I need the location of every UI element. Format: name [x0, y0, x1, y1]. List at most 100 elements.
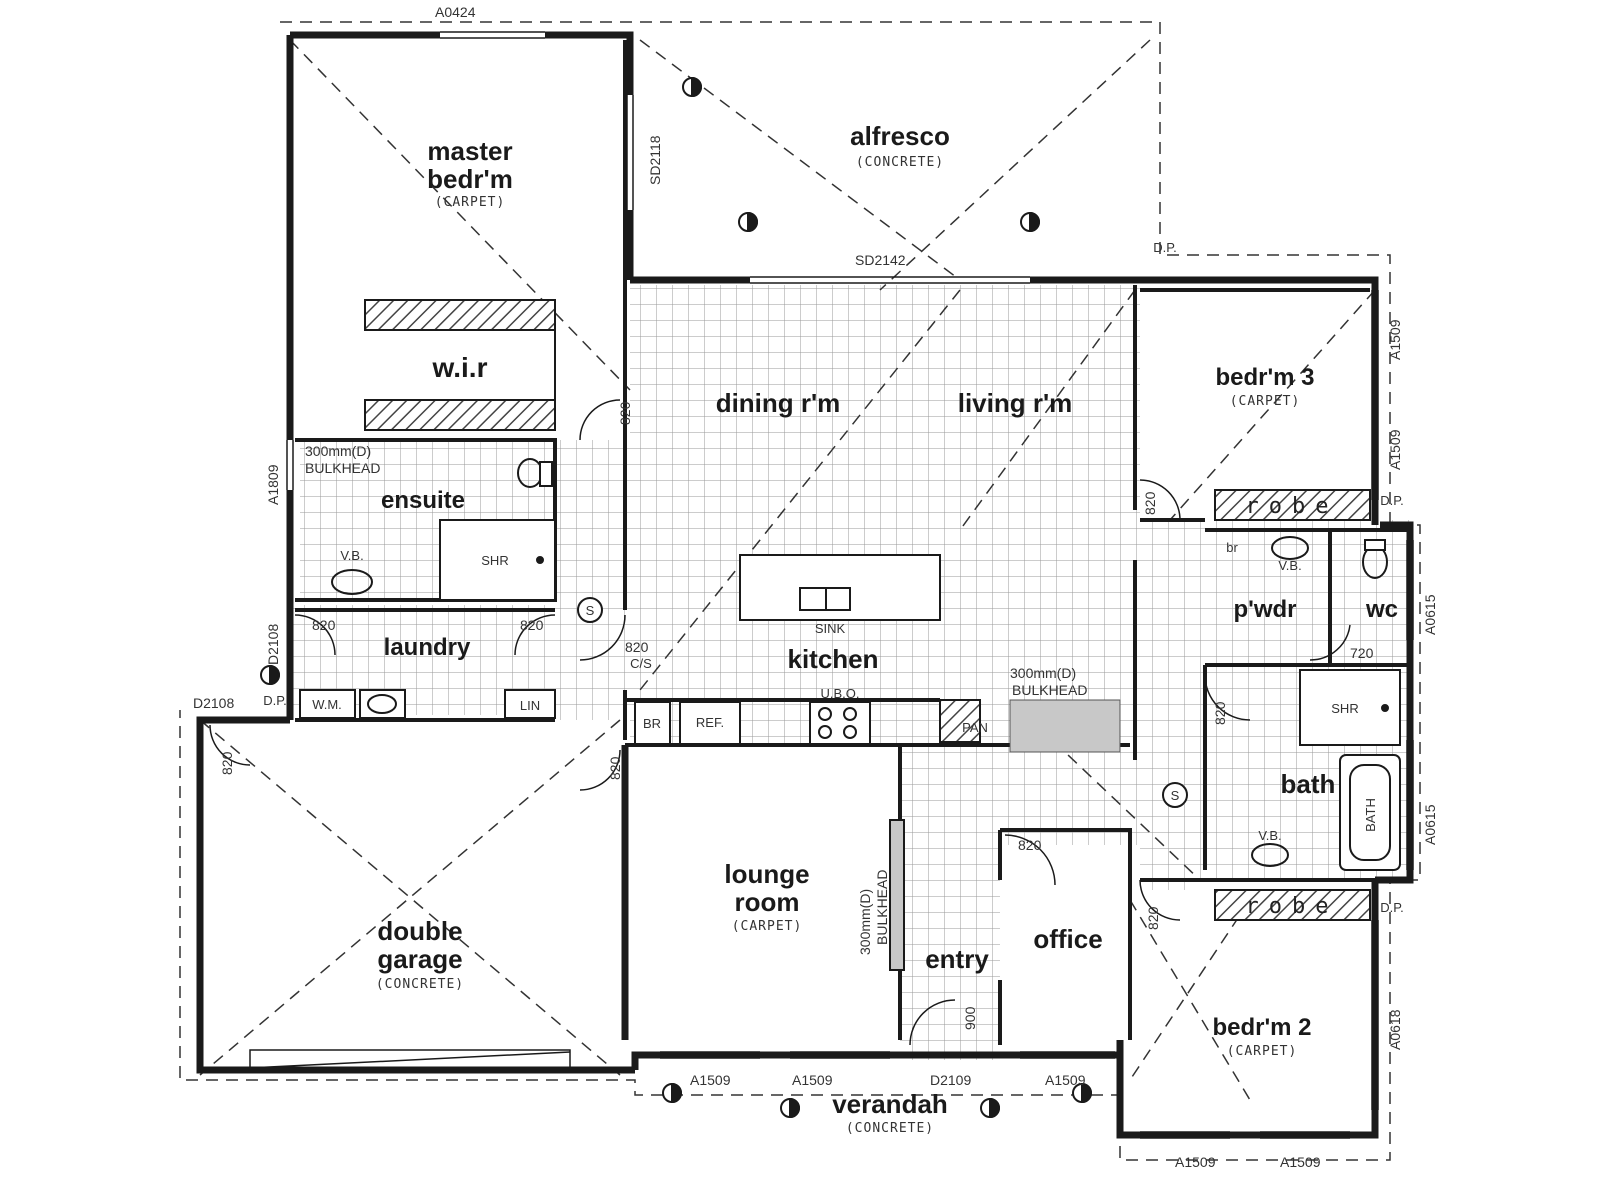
kitchen-bulkhead-label: 300mm(D)	[1010, 665, 1076, 681]
room-master-label: master	[427, 136, 512, 166]
cs-label: C/S	[630, 656, 652, 671]
room-verandah-floor: (CONCRETE)	[846, 1121, 934, 1136]
bath-vanity-label: V.B.	[1258, 828, 1281, 843]
room-alfresco-floor: (CONCRETE)	[856, 155, 944, 170]
ceiling-light-icons	[260, 76, 1092, 1119]
room-master-floor: (CARPET)	[435, 195, 506, 210]
garage-door	[249, 1049, 571, 1071]
dim-a0615-wc: A0615	[1422, 594, 1438, 635]
room-lounge-floor: (CARPET)	[732, 919, 803, 934]
ensuite-fixtures	[331, 458, 556, 601]
door-900-entry: 900	[962, 1006, 978, 1030]
ref-label: REF.	[696, 715, 724, 730]
room-garage-label-2: garage	[377, 944, 462, 974]
room-garage-label: double	[377, 916, 462, 946]
dim-a0424: A0424	[435, 4, 476, 20]
entry-bulkhead	[889, 819, 905, 971]
bath-basin-icon	[1251, 843, 1289, 867]
door-820-office: 820	[1018, 837, 1042, 853]
room-ensuite-label: ensuite	[381, 487, 465, 514]
dim-a1509-v1: A1509	[690, 1072, 731, 1088]
door-820-bed2: 820	[1145, 906, 1161, 930]
ensuite-bulkhead-label: 300mm(D)	[305, 443, 371, 459]
room-bedroom3-floor: (CARPET)	[1230, 394, 1301, 409]
pan-label: PAN	[962, 720, 988, 735]
ensuite-shower-label: SHR	[481, 553, 508, 568]
room-powder-label: p'wdr	[1233, 596, 1296, 623]
laundry-trough-icon	[367, 694, 397, 714]
dim-a1509-b2a: A1509	[1175, 1154, 1216, 1170]
door-swings	[209, 399, 1351, 1046]
smoke-detectors	[577, 597, 1188, 808]
room-garage-floor: (CONCRETE)	[376, 977, 464, 992]
room-entry-label: entry	[925, 944, 989, 974]
laundry-fixtures	[299, 689, 556, 719]
door-820-garage: 820	[219, 751, 235, 775]
dim-sd2118: SD2118	[647, 135, 663, 185]
room-alfresco-label: alfresco	[850, 121, 950, 151]
room-wir-label: w.i.r	[432, 352, 488, 383]
smoke-label-2: S	[1171, 788, 1180, 803]
room-bedroom2-floor: (CARPET)	[1227, 1044, 1298, 1059]
room-bedroom3-label: bedr'm 3	[1215, 364, 1314, 391]
dim-d2108-garage: D2108	[193, 695, 234, 711]
door-820-laundry-right: 820	[520, 617, 544, 633]
dim-d2108-laundry: D2108	[265, 624, 281, 665]
room-verandah-label: verandah	[832, 1089, 948, 1119]
door-820-master: 820	[617, 401, 633, 425]
door-820-laundry-left: 820	[312, 617, 336, 633]
dp-label-4: D.P.	[263, 693, 287, 708]
robe-label-bottom: robe	[1246, 894, 1339, 919]
room-office-label: office	[1033, 924, 1102, 954]
dim-a0618: A0618	[1387, 1009, 1403, 1050]
door-820-hall: 820	[607, 756, 623, 780]
robe-label-top: robe	[1246, 494, 1339, 519]
ubo-label: U.B.O.	[820, 686, 859, 701]
door-720-wc: 720	[1350, 645, 1374, 661]
door-820-cs: 820	[625, 639, 649, 655]
room-living-label: living r'm	[958, 388, 1073, 418]
sink-label: SINK	[815, 621, 846, 636]
smoke-detector-icon	[577, 597, 603, 623]
bathtub-icon	[1339, 754, 1401, 871]
entry-bulkhead-label: 300mm(D)	[857, 889, 873, 955]
dp-label-2: D.P.	[1380, 493, 1404, 508]
smoke-label-1: S	[586, 603, 595, 618]
dim-a1509-b2b: A1509	[1280, 1154, 1321, 1170]
dim-a1509-bed3b: A1509	[1387, 429, 1403, 470]
room-lounge-label-2: room	[735, 887, 800, 917]
door-820-bed3: 820	[1142, 491, 1158, 515]
kitchen-br-label: BR	[643, 716, 661, 731]
room-wc-label: wc	[1365, 596, 1398, 623]
ensuite-vanity-label: V.B.	[340, 548, 363, 563]
room-laundry-label: laundry	[384, 634, 471, 661]
internal-walls	[295, 40, 1410, 1045]
pwdr-vanity-label: V.B.	[1278, 558, 1301, 573]
windows	[286, 31, 1414, 1139]
room-bath-label: bath	[1281, 769, 1336, 799]
pwdr-br-label: br	[1226, 540, 1238, 555]
ensuite-bulkhead-label-2: BULKHEAD	[305, 460, 380, 476]
basin-icon	[331, 569, 373, 595]
room-dining-label: dining r'm	[716, 388, 841, 418]
dim-a1509-v2: A1509	[792, 1072, 833, 1088]
door-820-bath: 820	[1212, 701, 1228, 725]
kitchen-island	[739, 554, 941, 621]
dim-a1809: A1809	[265, 464, 281, 505]
wet-area-fixtures	[1251, 536, 1401, 871]
room-master-label-2: bedr'm	[427, 164, 513, 194]
lin-label: LIN	[520, 698, 540, 713]
room-kitchen-label: kitchen	[787, 644, 878, 674]
dim-d2109: D2109	[930, 1072, 971, 1088]
dim-a0615-bath: A0615	[1422, 804, 1438, 845]
wm-label: W.M.	[312, 697, 342, 712]
dp-label-1: D.P.	[1153, 240, 1177, 255]
kitchen-bulkhead	[1009, 699, 1121, 753]
hatched-shelves	[364, 299, 1371, 921]
bathtub-label: BATH	[1363, 798, 1378, 832]
room-bedroom2-label: bedr'm 2	[1212, 1014, 1311, 1041]
room-lounge-label: lounge	[724, 859, 809, 889]
dim-a1509-bed3a: A1509	[1387, 319, 1403, 360]
kitchen-bench	[634, 701, 871, 745]
